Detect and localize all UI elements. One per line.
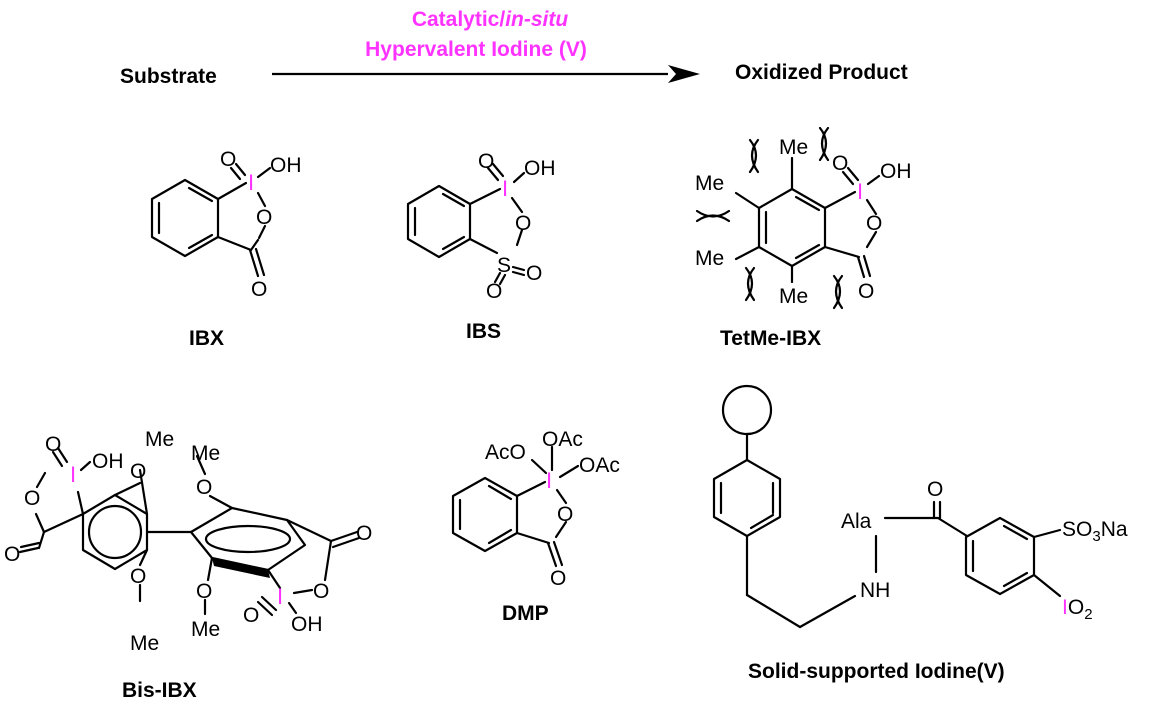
svg-text:O: O bbox=[196, 476, 212, 499]
svg-text:O: O bbox=[243, 604, 259, 627]
solid-aryl-ring bbox=[964, 516, 1036, 596]
svg-text:O: O bbox=[927, 478, 943, 501]
ibx-benzene-ring bbox=[150, 178, 220, 258]
svg-text:O: O bbox=[196, 580, 212, 603]
svg-text:OH: OH bbox=[92, 450, 124, 473]
svg-text:O: O bbox=[478, 150, 494, 173]
svg-text:O: O bbox=[24, 487, 40, 510]
reagent-line-2: Hypervalent Iodine (V) bbox=[365, 38, 587, 61]
product-label: Oxidized Product bbox=[735, 61, 908, 84]
svg-text:OAc: OAc bbox=[542, 428, 583, 451]
ibs-name: IBS bbox=[466, 320, 501, 343]
svg-text:OH: OH bbox=[880, 160, 912, 183]
svg-text:OAc: OAc bbox=[579, 454, 620, 477]
svg-text:O: O bbox=[313, 580, 329, 603]
sulfonate-group: SO3Na bbox=[1062, 518, 1128, 545]
svg-text:O: O bbox=[515, 212, 531, 235]
bis-ibx-iodine-atom-1: I bbox=[70, 462, 76, 487]
bis-ibx-name: Bis-IBX bbox=[122, 679, 197, 702]
dmp-iodine-atom: I bbox=[546, 468, 552, 493]
svg-text:Ala: Ala bbox=[841, 510, 872, 533]
bis-ibx-iodine-atom-2: I bbox=[277, 584, 283, 609]
svg-text:Me: Me bbox=[779, 136, 808, 159]
svg-text:O: O bbox=[557, 503, 573, 526]
svg-text:OH: OH bbox=[270, 154, 302, 177]
svg-text:Me: Me bbox=[695, 172, 724, 195]
ibs-benzene-ring bbox=[406, 184, 472, 259]
svg-text:AcO: AcO bbox=[485, 441, 526, 464]
solid-support-bead bbox=[721, 384, 773, 436]
svg-text:Me: Me bbox=[779, 285, 808, 308]
dmp-benzene-ring bbox=[451, 476, 519, 553]
svg-text:O: O bbox=[220, 148, 236, 171]
tetme-iodine-atom: I bbox=[857, 179, 863, 204]
substrate-label: Substrate bbox=[120, 65, 217, 88]
svg-text:O: O bbox=[356, 522, 372, 545]
svg-text:Me: Me bbox=[145, 428, 174, 451]
svg-text:O: O bbox=[45, 433, 61, 456]
bis-ibx-right-ring bbox=[189, 506, 307, 572]
svg-text:O: O bbox=[486, 280, 502, 303]
svg-text:OH: OH bbox=[524, 157, 556, 180]
reagent-line-1: Catalytic/in-situ bbox=[412, 8, 569, 31]
iodyl-group: IO2 bbox=[1062, 596, 1093, 623]
svg-text:O: O bbox=[526, 262, 542, 285]
svg-text:O: O bbox=[858, 280, 874, 303]
svg-text:O: O bbox=[866, 212, 882, 235]
svg-text:O: O bbox=[550, 567, 566, 590]
solid-phenyl-ring bbox=[712, 458, 782, 538]
svg-text:S: S bbox=[497, 254, 511, 277]
steric-clash-marks bbox=[695, 126, 844, 310]
svg-text:Me: Me bbox=[130, 632, 159, 655]
svg-text:Me: Me bbox=[695, 247, 724, 270]
tetme-benzene-ring bbox=[757, 187, 827, 268]
svg-text:O: O bbox=[832, 152, 848, 175]
tetme-ibx-structure: I O OH O O Me Me Me Me TetMe-IBX bbox=[695, 126, 912, 350]
svg-text:O: O bbox=[251, 278, 267, 301]
svg-text:O: O bbox=[130, 565, 146, 588]
svg-text:O: O bbox=[130, 460, 146, 483]
tetme-ibx-name: TetMe-IBX bbox=[720, 327, 821, 350]
solid-supported-structure: O Ala NH SO3Na IO2 Solid-supported Iodin… bbox=[712, 384, 1128, 683]
bis-ibx-structure: I O OH O O O Me O Me O Me O Me I O OH O … bbox=[4, 428, 372, 702]
dmp-name: DMP bbox=[502, 602, 549, 625]
reaction-arrow-head bbox=[668, 65, 700, 83]
reaction-header: Substrate Catalytic/in-situ Hypervalent … bbox=[120, 8, 908, 88]
ibs-structure: I O OH O S O O IBS bbox=[406, 150, 556, 343]
ibx-iodine-atom: I bbox=[248, 170, 254, 195]
svg-text:Me: Me bbox=[191, 618, 220, 641]
svg-text:NH: NH bbox=[860, 579, 890, 602]
ibx-name: IBX bbox=[189, 327, 224, 350]
svg-text:O: O bbox=[4, 543, 20, 566]
ibx-structure: I O OH O O IBX bbox=[150, 148, 302, 350]
ibs-iodine-atom: I bbox=[502, 176, 508, 201]
svg-text:OH: OH bbox=[291, 613, 323, 636]
dmp-structure: I AcO OAc OAc O O DMP bbox=[451, 428, 620, 625]
solid-supported-name: Solid-supported Iodine(V) bbox=[748, 660, 1005, 683]
svg-text:Me: Me bbox=[191, 442, 220, 465]
svg-text:O: O bbox=[256, 206, 272, 229]
